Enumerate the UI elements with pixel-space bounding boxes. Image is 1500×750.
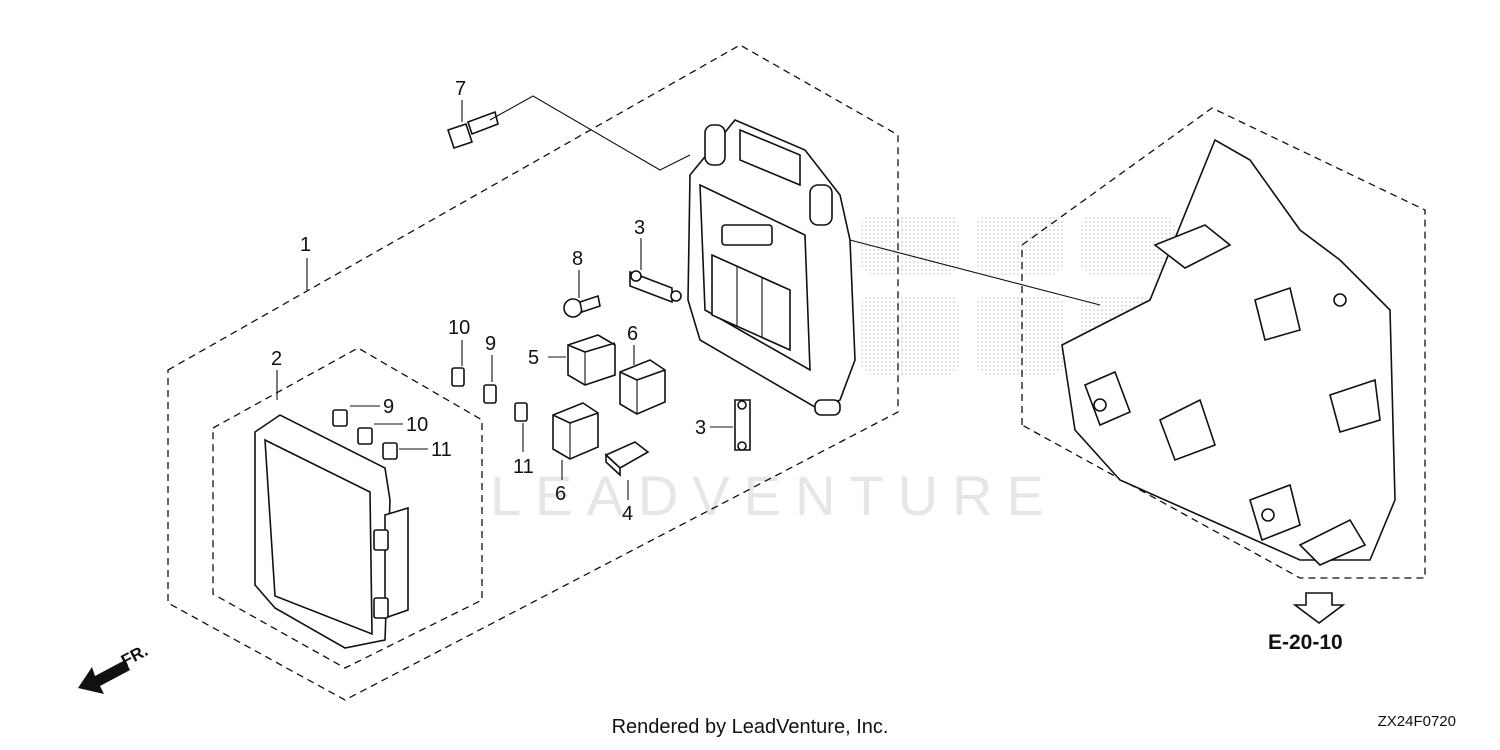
reference-label[interactable]: E-20-10 — [1268, 631, 1343, 654]
callout-9-upper[interactable]: 9 — [485, 333, 496, 355]
fuse-clip-lower — [734, 399, 751, 451]
callout-7[interactable]: 7 — [455, 78, 466, 100]
callout-10-lower[interactable]: 10 — [406, 414, 428, 436]
render-credit-caption: Rendered by LeadVenture, Inc. — [611, 716, 889, 738]
diagram-code: ZX24F0720 — [1377, 713, 1456, 730]
callout-4[interactable]: 4 — [622, 503, 633, 525]
fuse-parts — [332, 367, 528, 460]
relay-part-6-upper — [619, 359, 666, 415]
callout-11-upper[interactable]: 11 — [513, 456, 534, 478]
callout-6-upper[interactable]: 6 — [627, 323, 638, 345]
reference-arrow-icon — [1292, 592, 1346, 624]
callout-1[interactable]: 1 — [300, 234, 311, 256]
bolt-part — [446, 110, 499, 150]
callout-3-lower[interactable]: 3 — [695, 417, 706, 439]
callout-10-upper[interactable]: 10 — [448, 317, 470, 339]
cover-outline — [212, 347, 483, 669]
callout-6-lower[interactable]: 6 — [555, 483, 566, 505]
screw-part — [563, 294, 601, 318]
leader-lines — [276, 95, 1101, 500]
relay-part-5 — [567, 334, 616, 386]
fuse-box-cover — [254, 414, 409, 649]
assembly-outline — [167, 44, 899, 701]
front-direction-arrow-icon — [78, 660, 130, 694]
callout-5[interactable]: 5 — [528, 347, 539, 369]
fuse-box-body — [687, 119, 856, 416]
callout-8[interactable]: 8 — [572, 248, 583, 270]
callout-11-lower[interactable]: 11 — [431, 439, 452, 461]
watermark-text: LEADVENTURE — [490, 464, 1058, 527]
callout-3-upper[interactable]: 3 — [634, 217, 645, 239]
reference-housing — [1061, 138, 1396, 566]
fuse-clip-upper — [629, 270, 682, 304]
connector-part — [604, 441, 650, 477]
relay-part-6-lower — [552, 402, 599, 460]
callout-2[interactable]: 2 — [271, 348, 282, 370]
callout-9-lower[interactable]: 9 — [383, 396, 394, 418]
reference-outline — [1021, 107, 1426, 579]
